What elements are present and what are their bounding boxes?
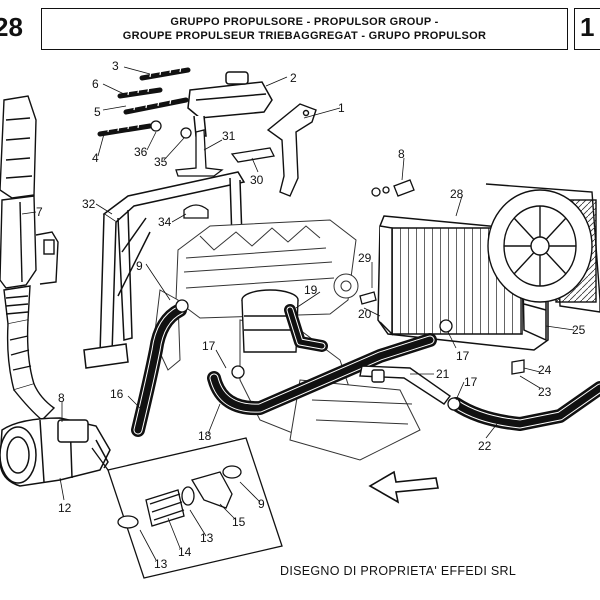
callout-34: 34	[158, 215, 172, 229]
thermostat-housing	[241, 289, 299, 353]
drain-plug-24	[511, 359, 525, 375]
callout-12: 12	[58, 501, 72, 515]
callout-22: 22	[478, 439, 492, 453]
callout-36: 36	[134, 145, 148, 159]
callout-17a: 17	[202, 339, 216, 353]
title-line-1: GRUPPO PROPULSORE - PROPULSOR GROUP -	[170, 16, 439, 28]
callout-31: 31	[222, 129, 236, 143]
cooling-fan	[485, 183, 600, 313]
callout-18: 18	[198, 429, 212, 443]
bracket-30	[230, 147, 275, 163]
callout-4: 4	[92, 151, 99, 165]
callout-30: 30	[250, 173, 264, 187]
callout-25: 25	[572, 323, 586, 337]
direction-arrow	[368, 470, 439, 504]
callout-8a: 8	[58, 391, 65, 405]
ownership-notice: DISEGNO DI PROPRIETA' EFFEDI SRL	[280, 564, 517, 578]
callout-17b: 17	[456, 349, 470, 363]
callout-9b: 9	[258, 497, 265, 511]
bracket-1	[266, 103, 317, 197]
callout-35: 35	[154, 155, 168, 169]
callout-21: 21	[436, 367, 450, 381]
leader-lines	[21, 66, 575, 561]
hose-clamps-17	[175, 299, 461, 411]
callout-3: 3	[112, 59, 119, 73]
expansion-tank	[187, 71, 273, 137]
page-number-box	[574, 8, 600, 50]
air-filter-housing	[0, 417, 111, 487]
callout-6: 6	[92, 77, 99, 91]
hose-set	[97, 67, 191, 137]
callout-15: 15	[232, 515, 246, 529]
callout-17c: 17	[464, 375, 478, 389]
callout-32: 32	[82, 197, 96, 211]
callout-24: 24	[538, 363, 552, 377]
callout-28: 28	[450, 187, 464, 201]
temperature-sensor	[371, 179, 415, 197]
title-box: GRUPPO PROPULSORE - PROPULSOR GROUP - GR…	[41, 8, 568, 50]
intake-duct-assembly	[0, 95, 59, 421]
callout-29: 29	[358, 251, 372, 265]
callout-20: 20	[358, 307, 372, 321]
hose-clamps	[150, 120, 192, 139]
callout-13a: 13	[154, 557, 168, 571]
metal-pipe-21	[359, 365, 451, 405]
callout-labels: 3 6 5 4 36 35 31 30 2 1 7 32 34 9 8 12 8…	[36, 59, 586, 571]
callout-16: 16	[110, 387, 124, 401]
callout-8b: 8	[398, 147, 405, 161]
callout-2: 2	[290, 71, 297, 85]
page-number-left: 28	[0, 12, 23, 42]
pipe-clip-34	[183, 204, 209, 219]
detail-inset	[91, 437, 283, 579]
callout-23: 23	[538, 385, 552, 399]
callout-14: 14	[178, 545, 192, 559]
callout-13b: 13	[200, 531, 214, 545]
callout-19: 19	[304, 283, 318, 297]
drain-plug-29	[359, 291, 377, 305]
callout-7: 7	[36, 205, 43, 219]
title-line-2: GROUPE PROPULSEUR TRIEBAGGREGAT - GRUPO …	[122, 30, 487, 42]
callout-1: 1	[338, 101, 345, 115]
callout-5: 5	[94, 105, 101, 119]
bracket-31	[175, 129, 224, 177]
callout-9a: 9	[136, 259, 143, 273]
coolant-hoses	[131, 303, 600, 437]
page-number-right: 1	[580, 12, 595, 42]
